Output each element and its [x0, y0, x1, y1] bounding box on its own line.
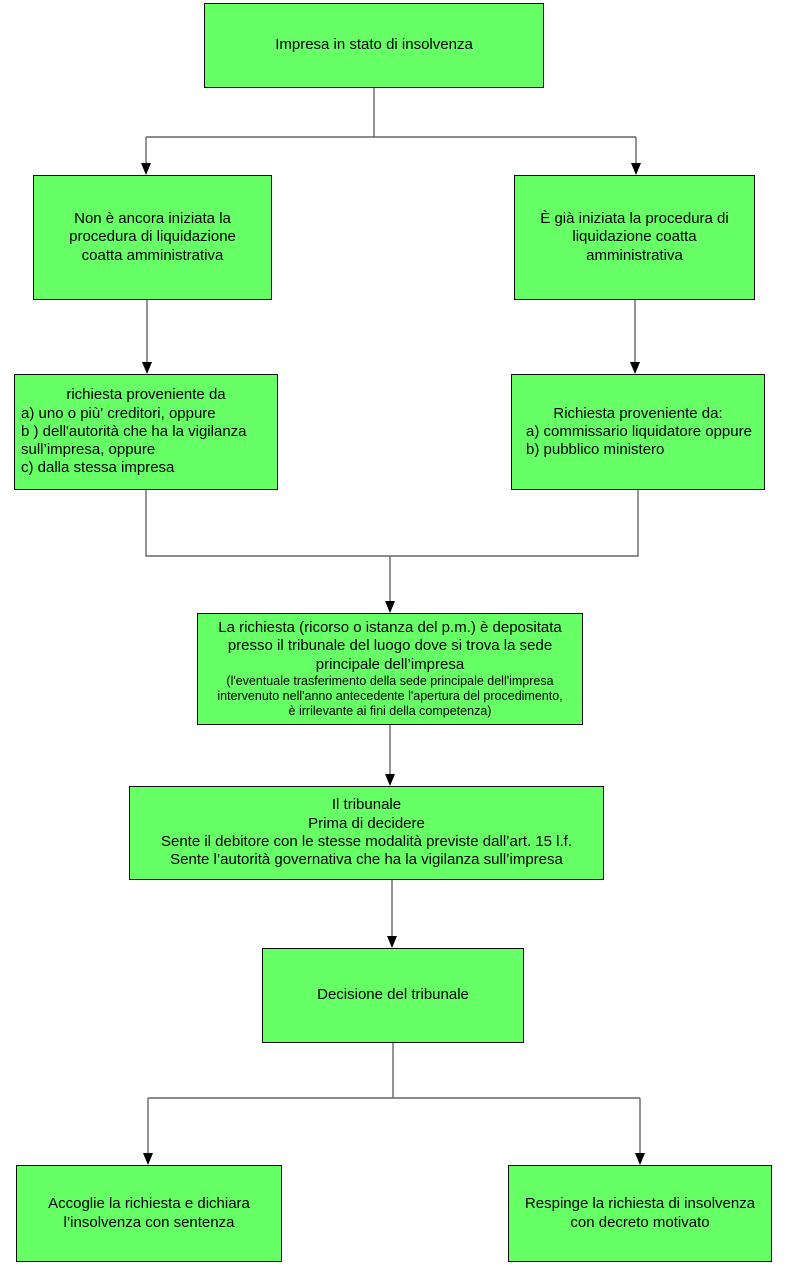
arrowhead-icon [143, 1153, 153, 1165]
arrowhead-icon [385, 601, 395, 613]
node-accoglie-richiesta-label: Accoglie la richiesta e dichiara l’insol… [48, 1195, 250, 1231]
node-tribunale-label: Il tribunale Prima di decidere Sente il … [160, 796, 573, 869]
node-deposito-richiesta: La richiesta (ricorso o istanza del p.m.… [197, 613, 583, 725]
connector-merge [145, 490, 639, 602]
node-decisione-tribunale-label: Decisione del tribunale [317, 986, 469, 1004]
arrowhead-icons [141, 163, 645, 1165]
arrowhead-icon [635, 1153, 645, 1165]
connector-decision-branch [147, 1043, 641, 1154]
arrowhead-icon [631, 163, 641, 175]
node-procedura-non-iniziata-label: Non è ancora iniziata la procedura di li… [69, 210, 236, 264]
arrowhead-icon [142, 362, 152, 374]
node-richiesta-sinistra-items: a) uno o più' creditori, oppure b ) dell… [21, 404, 247, 477]
node-deposito-richiesta-main: La richiesta (ricorso o istanza del p.m.… [218, 619, 562, 673]
node-richiesta-destra: Richiesta proveniente da: a) commissario… [511, 374, 765, 490]
node-procedura-non-iniziata: Non è ancora iniziata la procedura di li… [33, 175, 272, 300]
connector-top-branch [145, 88, 637, 164]
node-impresa-insolvenza-label: Impresa in stato di insolvenza [275, 36, 473, 54]
arrowhead-icon [387, 936, 397, 948]
arrowhead-icon [141, 163, 151, 175]
node-respinge-richiesta-label: Respinge la richiesta di insolvenza con … [524, 1195, 756, 1231]
node-deposito-richiesta-note: (l'eventuale trasferimento della sede pr… [217, 673, 563, 718]
node-richiesta-sinistra-heading: richiesta proveniente da [66, 386, 226, 404]
node-richiesta-destra-heading: Richiesta proveniente da: [553, 404, 723, 422]
node-procedura-gia-iniziata: È già iniziata la procedura di liquidazi… [514, 175, 755, 300]
node-richiesta-sinistra: richiesta proveniente da a) uno o più' c… [14, 374, 278, 490]
connector-lines [145, 88, 641, 1154]
arrowhead-icon [630, 362, 640, 374]
node-procedura-gia-iniziata-label: È già iniziata la procedura di liquidazi… [540, 210, 729, 264]
node-respinge-richiesta: Respinge la richiesta di insolvenza con … [508, 1165, 772, 1262]
node-accoglie-richiesta: Accoglie la richiesta e dichiara l’insol… [16, 1165, 282, 1262]
arrowhead-icon [385, 774, 395, 786]
node-decisione-tribunale: Decisione del tribunale [262, 948, 524, 1043]
node-impresa-insolvenza: Impresa in stato di insolvenza [204, 3, 544, 88]
node-richiesta-destra-items: a) commissario liquidatore oppure b) pub… [526, 422, 752, 459]
node-tribunale: Il tribunale Prima di decidere Sente il … [129, 786, 604, 880]
